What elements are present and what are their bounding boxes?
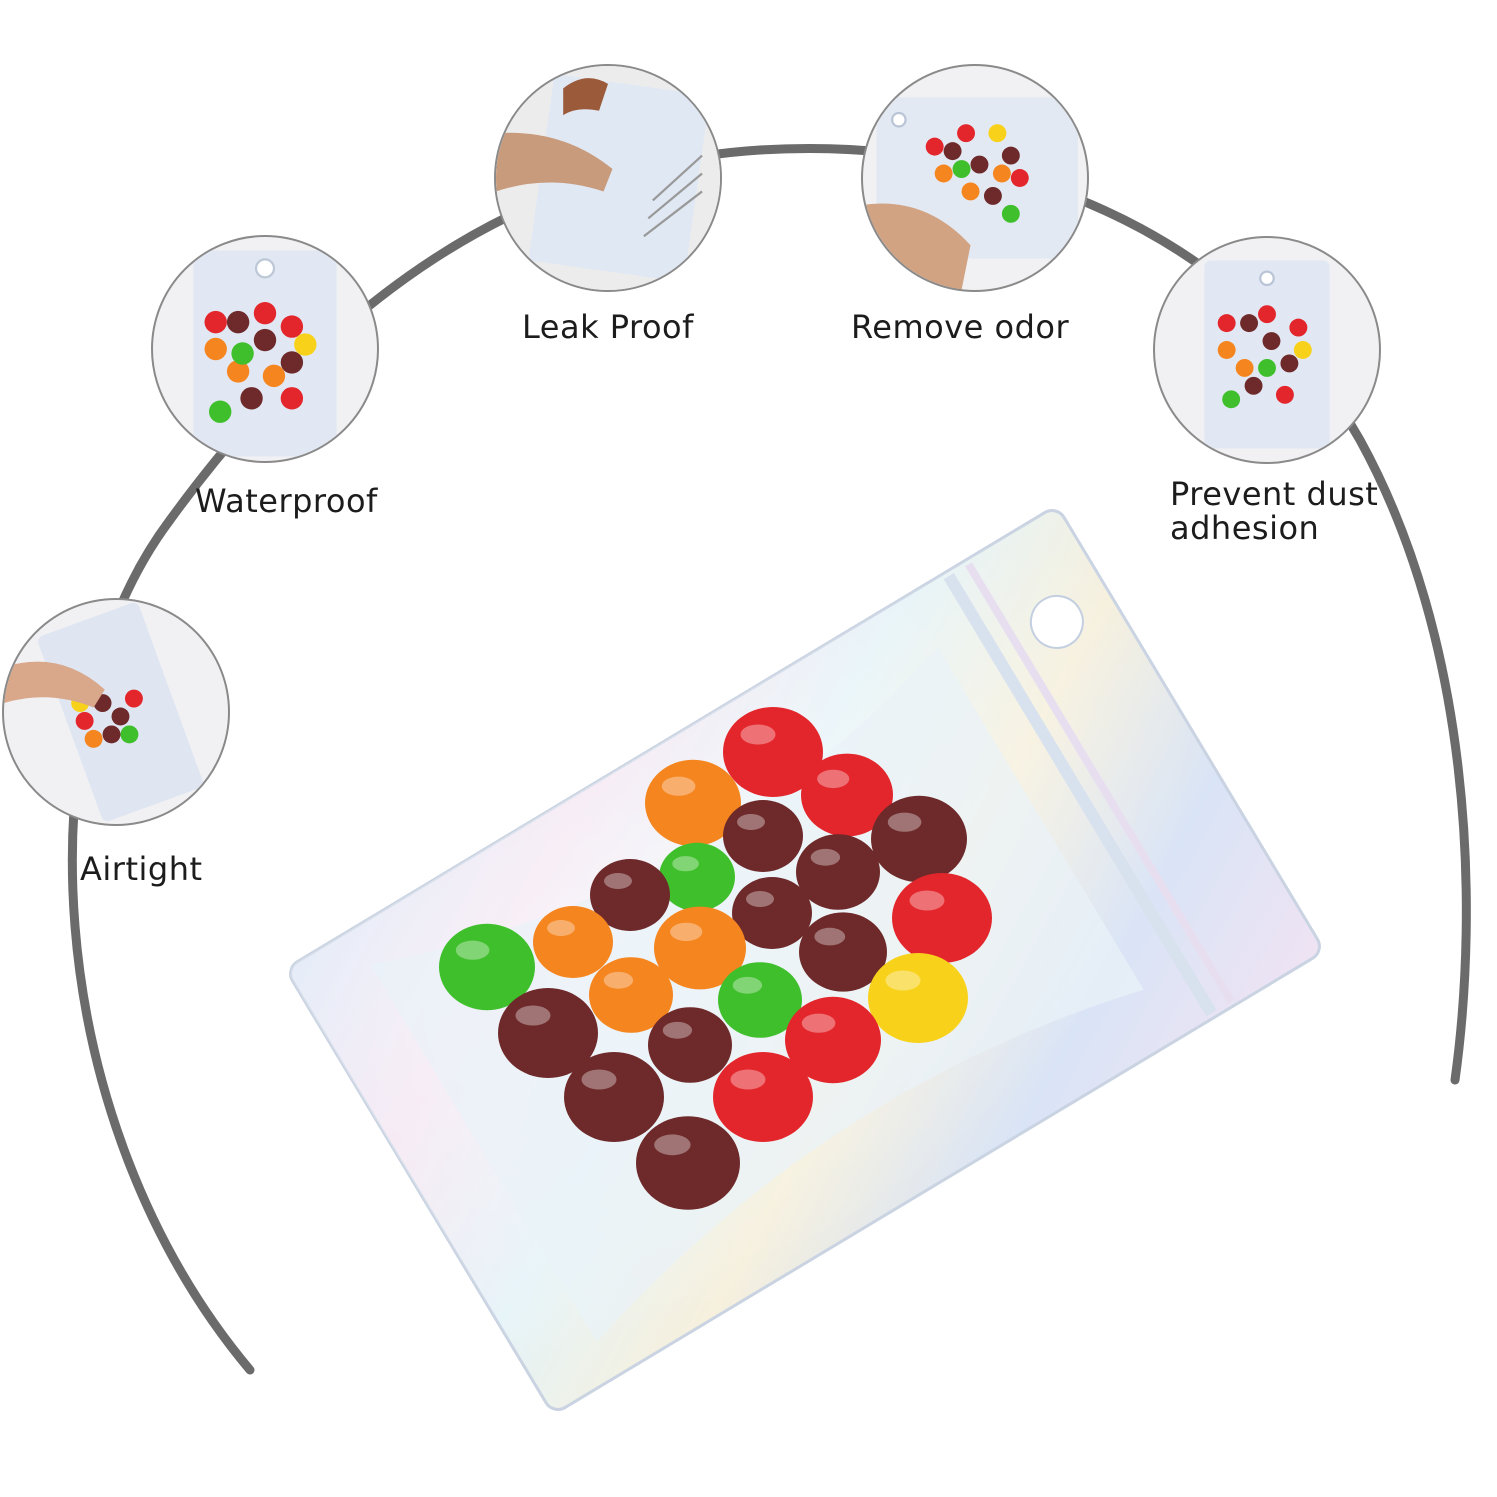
candy-highlight: [887, 812, 922, 832]
candy-highlight: [455, 940, 490, 960]
candy-highlight: [810, 848, 841, 866]
prevent-dust-photo: [1153, 236, 1381, 464]
feature-label-waterproof: Waterproof: [195, 482, 378, 520]
candy-highlight: [604, 873, 632, 889]
candy-highlight: [603, 971, 634, 989]
candy: [796, 834, 880, 910]
candy-highlight: [817, 769, 850, 789]
candy: [590, 859, 670, 931]
candy-highlight: [740, 724, 776, 745]
candy-pile: [439, 707, 992, 1210]
feature-label-remove-odor: Remove odor: [851, 308, 1070, 346]
candy: [645, 759, 741, 847]
candy: [718, 962, 802, 1038]
candy: [892, 873, 992, 963]
candy-highlight: [515, 1005, 551, 1026]
feature-label-airtight: Airtight: [80, 850, 203, 888]
candy: [533, 906, 613, 978]
candy: [713, 1052, 813, 1142]
feature-label-prevent-dust: Prevent dust adhesion: [1170, 477, 1378, 545]
leak-proof-photo: [494, 64, 722, 292]
candy: [636, 1116, 740, 1210]
candy-highlight: [662, 1021, 693, 1039]
candy-highlight: [746, 891, 774, 907]
candy: [564, 1052, 664, 1142]
candy-highlight: [581, 1069, 617, 1090]
feature-label-prevent-dust-line1: Prevent dust: [1170, 475, 1379, 513]
candy-highlight: [801, 1013, 836, 1033]
candy-highlight: [654, 1134, 691, 1156]
candy: [723, 800, 803, 872]
candy: [871, 795, 967, 883]
candy: [732, 877, 812, 949]
candy-highlight: [814, 927, 846, 946]
candy-highlight: [885, 970, 921, 991]
remove-odor-photo: [861, 64, 1089, 292]
candy-highlight: [732, 976, 763, 994]
candy: [648, 1007, 732, 1083]
feature-label-prevent-dust-line2: adhesion: [1170, 509, 1320, 547]
candy: [785, 996, 881, 1084]
waterproof-photo: [151, 235, 379, 463]
candy: [799, 912, 887, 992]
candy-highlight: [672, 856, 699, 872]
candy: [659, 842, 735, 912]
feature-label-leak-proof: Leak Proof: [522, 308, 694, 346]
candy-highlight: [661, 776, 696, 796]
candy: [589, 957, 673, 1033]
candy-highlight: [547, 920, 575, 936]
candy: [498, 988, 598, 1078]
candy: [801, 753, 893, 837]
candy: [723, 707, 823, 797]
candy-highlight: [670, 922, 703, 942]
candy: [439, 923, 535, 1011]
candy: [868, 953, 968, 1043]
candy: [654, 906, 746, 990]
candy-highlight: [909, 890, 945, 911]
airtight-photo: [2, 598, 230, 826]
candy-highlight: [730, 1069, 766, 1090]
candy-highlight: [737, 814, 765, 830]
